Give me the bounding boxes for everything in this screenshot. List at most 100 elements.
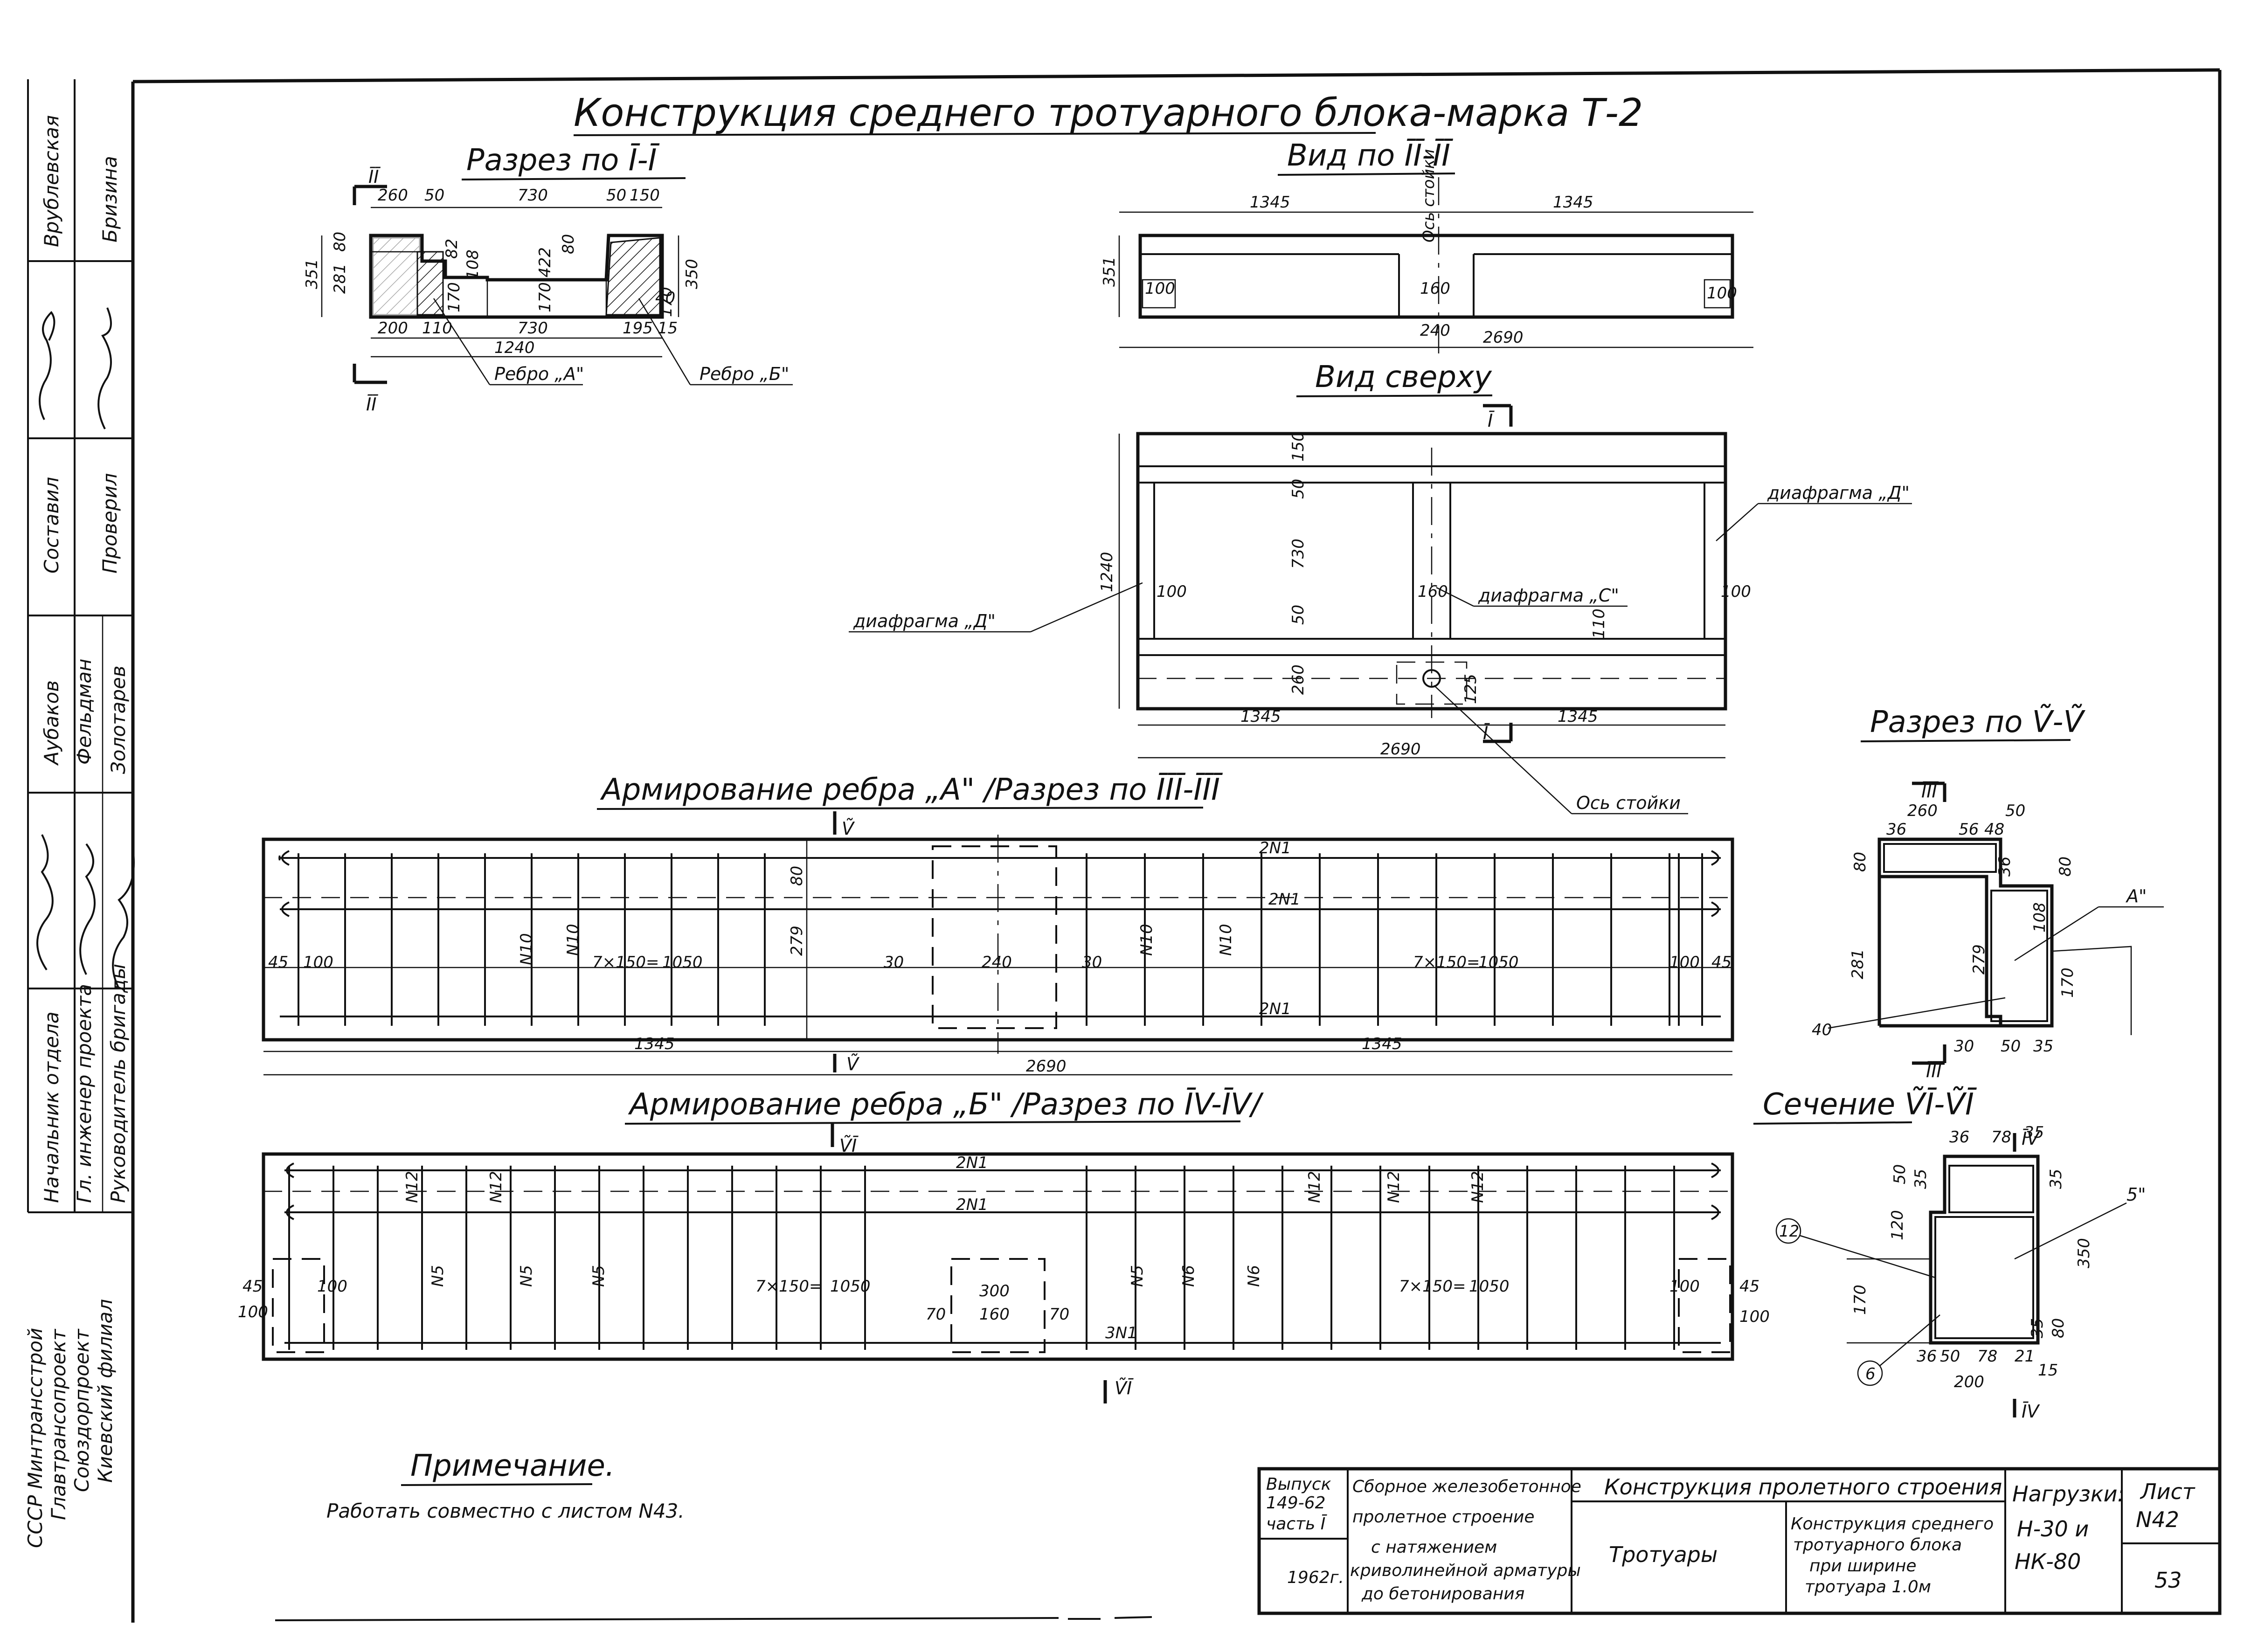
tb-loads-label: Нагрузки:: [2012, 1481, 2125, 1507]
rb-dim-n5b: N5: [517, 1265, 536, 1287]
s5-dim-48: 48: [1984, 820, 2004, 839]
tb-desc-5: до бетонирования: [1361, 1584, 1524, 1604]
sec-mark-5a: Ṽ: [842, 818, 855, 839]
rb-dim-1050b: 1050: [1469, 1277, 1510, 1296]
s1-dim-1240: 1240: [494, 339, 535, 357]
ra-dim-2n1b: 2N1: [1268, 890, 1301, 909]
tb-desc-3: с натяжением: [1371, 1538, 1497, 1557]
s5-dim-170: 170: [2058, 968, 2077, 998]
note: Примечание. Работать совместно с листом …: [326, 1449, 685, 1522]
tb-sheet-no: N42: [2136, 1507, 2179, 1532]
s5-dim-50b: 50: [2001, 1037, 2021, 1056]
signature-2: [97, 307, 112, 429]
sidebar-top-name-1: Врублевская: [40, 115, 63, 247]
s1-dim-170b: 170: [536, 282, 554, 312]
rb-dim-160: 160: [979, 1305, 1010, 1324]
s1-dim-110: 110: [422, 319, 452, 338]
s6-dim-35d: 35: [2028, 1318, 2047, 1338]
sec-mark-4b: ĪV: [2022, 1401, 2040, 1422]
top-dim-150: 150: [1289, 431, 1308, 462]
rib-b-title: Армирование ребра „Б" /Разрез по ĪV-ĪV/: [628, 1087, 1264, 1122]
rb-dim-n12b: N12: [487, 1171, 506, 1203]
sidebar-sign-role-2: Проверил: [98, 473, 121, 574]
ra-dim-30a: 30: [884, 953, 904, 972]
rb-dim-1050a: 1050: [830, 1277, 871, 1296]
ra-dim-2690: 2690: [1026, 1057, 1067, 1076]
rb-dim-2n1b: 2N1: [956, 1196, 988, 1214]
section-6-title: Сечение ṼĪ-ṼĪ: [1763, 1086, 1977, 1122]
ra-dim-1050b: 1050: [1478, 953, 1519, 972]
s1-dim-281: 281: [331, 263, 349, 294]
ra-dim-80: 80: [788, 866, 806, 886]
rb-dim-n5c: N5: [589, 1265, 608, 1287]
s5-dim-35: 35: [2033, 1037, 2053, 1056]
org-line-2: Главтрансопроект: [47, 1328, 70, 1520]
ra-dim-n10c: N10: [1137, 924, 1156, 956]
s5-dim-279: 279: [1970, 944, 1988, 975]
s1-dim-80b: 80: [559, 234, 578, 254]
s1-dim-108: 108: [464, 249, 482, 280]
ra-dim-7x150b: 7×150=: [1413, 953, 1480, 972]
view-2: Вид по ĪĪ-ĪĪ 1345 1345 100 160 100 240 2…: [1100, 138, 1753, 354]
rb-dim-100a: 100: [238, 1303, 268, 1321]
top-dim-1345b: 1345: [1558, 707, 1598, 726]
s5-dim-36b: 36: [1995, 857, 2014, 877]
s1-dim-350: 350: [683, 259, 701, 289]
signature-5: [112, 848, 135, 989]
callout-6: 6: [1865, 1365, 1876, 1383]
v2-dim-2690: 2690: [1483, 328, 1524, 347]
rb-dim-70b: 70: [1049, 1305, 1069, 1324]
s1-dim-82: 82: [443, 239, 461, 259]
s1-dim-170c: 170: [657, 287, 676, 317]
tb-issue-2: 149-62: [1266, 1493, 1326, 1513]
rb-dim-70a: 70: [926, 1305, 946, 1324]
sec-mark-5b: Ṽ: [846, 1054, 860, 1074]
s6-dim-120: 120: [1888, 1210, 1907, 1240]
ra-dim-100b: 100: [1669, 953, 1700, 972]
ra-dim-2n1a: 2N1: [1259, 839, 1291, 857]
title-block: Выпуск 149-62 часть Ī 1962г. Сборное жел…: [1257, 1467, 2222, 1615]
note-text: Работать совместно с листом N43.: [326, 1500, 685, 1522]
top-dim-110: 110: [1590, 608, 1608, 639]
s5-dim-30: 30: [1954, 1037, 1974, 1056]
view-2-title: Вид по ĪĪ-ĪĪ: [1287, 138, 1453, 173]
org-line-1: СССР Минтрансстрой: [24, 1328, 47, 1548]
top-dim-1240: 1240: [1098, 552, 1116, 592]
ra-dim-1050a: 1050: [662, 953, 703, 972]
rib-a-title: Армирование ребра „А" /Разрез по ĪĪĪ-ĪĪĪ: [600, 773, 1223, 807]
signature-1: [39, 311, 55, 420]
top-dim-50b: 50: [1289, 605, 1308, 625]
rib-a-label: Ребро „А": [494, 364, 584, 384]
s6-dim-35a: 35: [2024, 1123, 2044, 1142]
rb-dim-100d: 100: [1669, 1277, 1700, 1296]
rb-dim-3n1: 3N1: [1105, 1324, 1137, 1342]
tb-issue-3: часть Ī: [1266, 1514, 1328, 1534]
rb-dim-2n1a: 2N1: [956, 1154, 988, 1172]
s5-dim-50: 50: [2005, 802, 2025, 820]
v2-dim-100a: 100: [1145, 279, 1175, 298]
tb-section: Тротуары: [1609, 1542, 1718, 1567]
s6-dim-36: 36: [1949, 1128, 1969, 1147]
top-dim-260: 260: [1289, 664, 1308, 695]
rb-dim-45b: 45: [1739, 1277, 1759, 1296]
s5-dim-80b: 80: [2056, 857, 2075, 877]
v2-dim-100b: 100: [1707, 284, 1737, 303]
v2-dim-1345b: 1345: [1553, 193, 1593, 212]
s6-dim-50b: 50: [1940, 1347, 1960, 1366]
ra-dim-1345a: 1345: [634, 1035, 675, 1053]
tb-loads-2: НК-80: [2015, 1549, 2081, 1574]
tb-header: Конструкция пролетного строения: [1604, 1474, 2002, 1500]
s6-dim-200: 200: [1954, 1373, 1984, 1391]
top-dim-50a: 50: [1289, 479, 1308, 499]
s1-dim-195: 195: [623, 319, 653, 338]
s6-dim-36b: 36: [1917, 1347, 1937, 1366]
s6-dim-78: 78: [1991, 1128, 2011, 1147]
post-axis: Ось стойки: [1576, 793, 1681, 813]
s1-dim-200: 200: [378, 319, 408, 338]
v2-dim-1345a: 1345: [1250, 193, 1290, 212]
top-dim-160: 160: [1418, 582, 1448, 601]
post-axis-short: Ось стойки: [1420, 149, 1438, 242]
s1-dim-260: 260: [378, 186, 408, 205]
rib-a-stirrups: [298, 853, 1703, 1026]
